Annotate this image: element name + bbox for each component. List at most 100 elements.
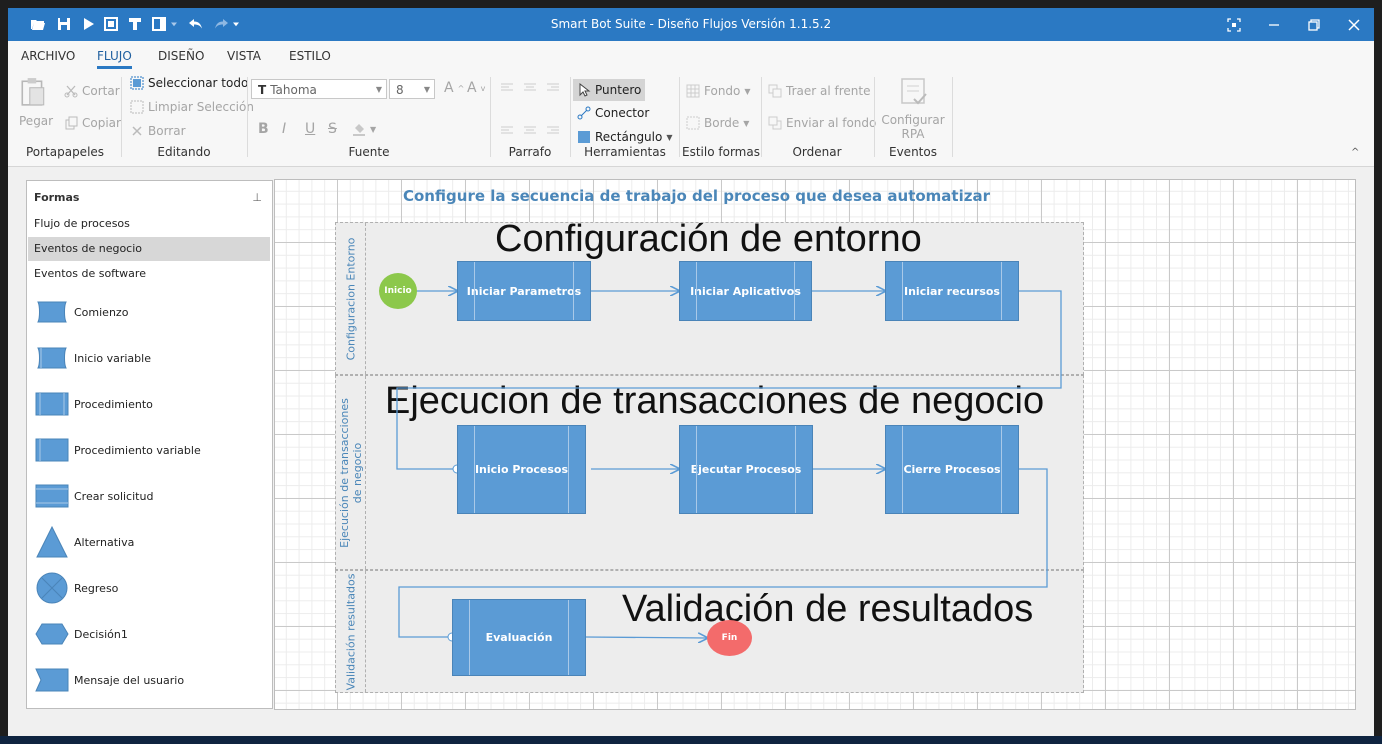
- border-label: Borde: [704, 116, 740, 130]
- align-bottom-center-icon[interactable]: [523, 122, 537, 136]
- configure-rpa-icon[interactable]: [900, 77, 928, 107]
- run-icon[interactable]: [78, 14, 98, 34]
- undo-icon[interactable]: [186, 14, 206, 34]
- chevron-down-icon: ▼: [744, 86, 751, 96]
- select-all-button[interactable]: Seleccionar todo: [130, 76, 248, 90]
- format-icon[interactable]: [125, 14, 145, 34]
- collapse-ribbon-icon[interactable]: ^: [1351, 147, 1360, 158]
- group-divider: [679, 77, 680, 157]
- node-inicio-procesos[interactable]: Inicio Procesos: [457, 425, 586, 514]
- select-all-label: Seleccionar todo: [148, 76, 249, 90]
- shape-decision1[interactable]: Decisión1: [35, 616, 128, 652]
- save-icon[interactable]: [54, 14, 74, 34]
- category-eventos-software[interactable]: Eventos de software: [34, 267, 146, 280]
- paste-button[interactable]: Pegar: [19, 114, 54, 128]
- node-ejecutar-procesos[interactable]: Ejecutar Procesos: [679, 425, 813, 514]
- node-fin[interactable]: Fin: [707, 620, 752, 656]
- category-eventos-negocio[interactable]: Eventos de negocio: [28, 237, 270, 261]
- canvas-title: Configure la secuencia de trabajo del pr…: [402, 187, 990, 205]
- node-evaluacion[interactable]: Evaluación: [452, 599, 586, 676]
- group-label-editando: Editando: [157, 145, 211, 159]
- pointer-tool-button[interactable]: Puntero: [573, 79, 646, 101]
- shape-crear-solicitud[interactable]: Crear solicitud: [35, 478, 153, 514]
- diagram-canvas[interactable]: Configure la secuencia de trabajo del pr…: [274, 179, 1356, 710]
- lane-title-configuracion: Configuración de entorno: [495, 218, 922, 260]
- bold-icon[interactable]: B: [258, 121, 269, 137]
- shape-mensaje-usuario[interactable]: Mensaje del usuario: [35, 662, 184, 698]
- close-button[interactable]: [1334, 8, 1374, 41]
- focus-mode-icon[interactable]: [1214, 8, 1254, 41]
- tab-diseno[interactable]: DISEÑO: [158, 49, 205, 63]
- node-iniciar-aplicativos[interactable]: Iniciar Aplicativos: [679, 261, 812, 321]
- fill-color-icon[interactable]: ▼: [352, 122, 376, 136]
- send-to-back-button[interactable]: Enviar al fondo: [768, 116, 876, 130]
- layout-icon[interactable]: [149, 14, 169, 34]
- strikethrough-icon[interactable]: S: [328, 121, 337, 137]
- group-label-portapapeles: Portapapeles: [25, 145, 105, 159]
- font-icon: T: [258, 83, 267, 97]
- delete-label: Borrar: [148, 124, 186, 138]
- align-top-center-icon[interactable]: [523, 81, 537, 95]
- ribbon: Pegar Cortar Copiar Portapapeles Selecci…: [8, 71, 1374, 167]
- chevron-down-icon: ▼: [666, 132, 673, 142]
- copy-button[interactable]: Copiar: [64, 116, 121, 130]
- shape-inicio-variable[interactable]: Inicio variable: [35, 340, 151, 376]
- border-button[interactable]: Borde▼: [686, 116, 749, 130]
- lane-title-ejecucion: Ejecucion de transacciones de negocio: [385, 380, 1045, 422]
- grow-font-icon[interactable]: A^: [444, 80, 465, 96]
- customize-dropdown-icon[interactable]: [230, 14, 242, 34]
- connector-tool-button[interactable]: Conector: [577, 106, 649, 120]
- group-divider: [874, 77, 875, 157]
- pin-icon[interactable]: ⊥: [252, 191, 262, 204]
- configure-rpa-button[interactable]: Configurar RPA: [881, 113, 945, 141]
- clear-selection-button[interactable]: Limpiar Selección: [130, 100, 254, 114]
- shape-label: Crear solicitud: [74, 489, 154, 503]
- underline-icon[interactable]: U: [305, 121, 316, 137]
- node-cierre-procesos[interactable]: Cierre Procesos: [885, 425, 1019, 514]
- background-fill-button[interactable]: Fondo▼: [686, 84, 751, 98]
- align-top-right-icon[interactable]: [546, 81, 560, 95]
- group-divider: [490, 77, 491, 157]
- cut-button[interactable]: Cortar: [64, 84, 120, 98]
- shape-procedimiento[interactable]: Procedimiento: [35, 386, 153, 422]
- shape-alternativa[interactable]: Alternativa: [35, 524, 134, 560]
- group-label-estilo-formas: Estilo formas: [682, 145, 760, 159]
- shape-label: Alternativa: [74, 535, 135, 549]
- rectangle-tool-button[interactable]: Rectángulo▼: [577, 130, 673, 144]
- align-top-left-icon[interactable]: [500, 81, 514, 95]
- node-iniciar-recursos[interactable]: Iniciar recursos: [885, 261, 1019, 321]
- shape-procedimiento-variable[interactable]: Procedimiento variable: [35, 432, 201, 468]
- chevron-down-icon: ▼: [743, 118, 750, 128]
- bring-to-front-button[interactable]: Traer al frente: [768, 84, 870, 98]
- node-iniciar-parametros[interactable]: Iniciar Parametros: [457, 261, 591, 321]
- node-inicio[interactable]: Inicio: [379, 273, 417, 309]
- paste-icon[interactable]: [20, 77, 50, 107]
- align-bottom-left-icon[interactable]: [500, 122, 514, 136]
- open-folder-icon[interactable]: [28, 14, 48, 34]
- lane-header: Ejecución de transacciones de negocio: [336, 376, 366, 569]
- shape-regreso[interactable]: Regreso: [35, 570, 118, 606]
- redo-icon[interactable]: [211, 14, 231, 34]
- group-label-fuente: Fuente: [348, 145, 390, 159]
- connector-tool-label: Conector: [595, 106, 650, 120]
- tab-archivo[interactable]: ARCHIVO: [21, 49, 76, 63]
- shape-label: Comienzo: [74, 305, 129, 319]
- dropdown-icon[interactable]: [168, 14, 180, 34]
- select-frame-icon[interactable]: [101, 14, 121, 34]
- minimize-button[interactable]: [1254, 8, 1294, 41]
- restore-button[interactable]: [1294, 8, 1334, 41]
- shape-comienzo[interactable]: Comienzo: [35, 294, 128, 330]
- tab-estilo[interactable]: ESTILO: [289, 49, 331, 63]
- app-window: Smart Bot Suite - Diseño Flujos Versión …: [8, 8, 1374, 736]
- align-bottom-right-icon[interactable]: [546, 122, 560, 136]
- tab-vista[interactable]: VISTA: [227, 49, 261, 63]
- italic-icon[interactable]: I: [282, 121, 287, 137]
- pointer-tool-label: Puntero: [595, 83, 642, 97]
- font-size-select[interactable]: 8▼: [389, 79, 435, 99]
- delete-button[interactable]: Borrar: [130, 124, 186, 138]
- tab-flujo[interactable]: FLUJO: [97, 49, 132, 69]
- lane-title-validacion: Validación de resultados: [622, 588, 1034, 630]
- category-flujo-procesos[interactable]: Flujo de procesos: [34, 217, 130, 230]
